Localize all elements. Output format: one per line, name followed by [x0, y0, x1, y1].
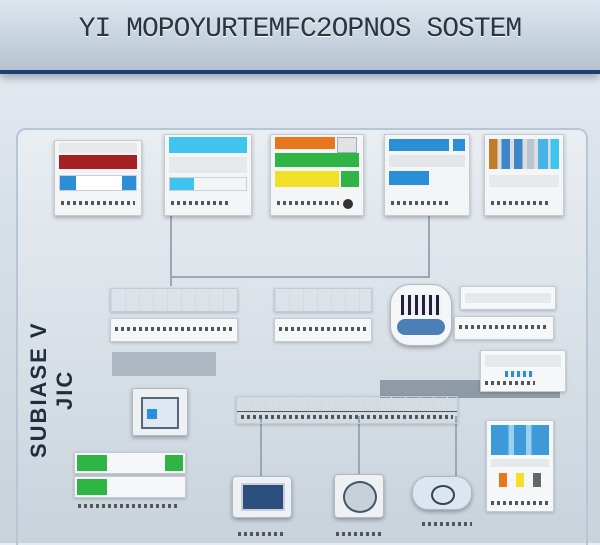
gear-icon[interactable]: [343, 199, 353, 209]
row-fill: [465, 293, 551, 303]
module-panel-1[interactable]: [54, 140, 142, 216]
side-label: SUBIASE V JIC: [26, 321, 77, 459]
tile-caption: [422, 522, 472, 526]
progress-bar: [59, 175, 137, 191]
connector-line: [455, 416, 457, 476]
row-text: [279, 327, 367, 331]
panel-row: [169, 157, 247, 173]
chart-icons: [495, 473, 545, 491]
device-icon[interactable]: [334, 474, 384, 518]
progress-bar: [169, 177, 247, 191]
status-bar-orange: [275, 137, 335, 149]
data-row-1[interactable]: [110, 288, 238, 312]
gears-icon[interactable]: [412, 476, 472, 510]
progress-fill: [170, 178, 194, 190]
header-bar-cyan: [169, 137, 247, 153]
connector-line: [358, 416, 360, 476]
caption-text: [61, 201, 135, 205]
callout-graph: [505, 371, 535, 377]
device-graphic: [343, 481, 377, 513]
table-divider: [237, 411, 457, 412]
progress-end: [122, 176, 136, 190]
panel-row: [389, 155, 465, 167]
status-bar-yellow: [275, 171, 339, 187]
status-bar-green: [275, 153, 359, 167]
tile-caption: [238, 532, 286, 536]
row-text: [459, 325, 549, 329]
progress-fill: [389, 171, 429, 185]
connector-line: [428, 216, 430, 276]
status-row-1[interactable]: [74, 452, 186, 474]
data-row-6[interactable]: [454, 316, 554, 340]
chart-bars: [491, 425, 549, 455]
data-row-4[interactable]: [274, 318, 372, 342]
app-title: YI MOPOYURTEMFC2OPNOS SOSTEM: [78, 14, 522, 45]
chart-bars-icon: [489, 139, 559, 169]
device-graphic: [401, 295, 441, 315]
folder-icon: [337, 137, 357, 153]
connector-line: [170, 276, 430, 278]
icon-orange: [499, 473, 508, 487]
progress-fill: [60, 176, 76, 190]
status-fill-green: [77, 479, 107, 495]
panel-graphic-fill: [147, 409, 157, 419]
icon-yellow: [515, 473, 524, 487]
info-callout[interactable]: [480, 350, 566, 392]
callout-header: [485, 355, 561, 367]
data-row-2[interactable]: [110, 318, 238, 342]
connector-bar: [112, 352, 216, 376]
data-row-5[interactable]: [460, 286, 556, 310]
data-table[interactable]: [236, 396, 458, 424]
monitor-screen: [241, 483, 285, 511]
status-caption: [78, 504, 178, 508]
chart-row: [491, 459, 549, 467]
tile-caption: [336, 532, 384, 536]
icon-gray: [532, 473, 541, 487]
module-panel-4[interactable]: [384, 134, 470, 216]
chart-panel[interactable]: [486, 420, 554, 512]
data-row-3[interactable]: [274, 288, 372, 312]
panel-tag: [453, 139, 465, 151]
panel-row: [489, 175, 559, 187]
caption-text: [391, 201, 449, 205]
panel-header: [59, 143, 137, 153]
caption-text: [277, 201, 339, 205]
device-base: [397, 319, 445, 335]
gear-shape: [431, 485, 455, 505]
callout-text: [485, 381, 535, 385]
caption-text: [171, 201, 231, 205]
module-panel-3[interactable]: [270, 134, 364, 216]
module-panel-5[interactable]: [484, 134, 564, 216]
status-fill-green: [77, 455, 107, 471]
connector-line: [170, 216, 172, 286]
module-panel-2[interactable]: [164, 134, 252, 216]
chart-caption: [491, 501, 549, 505]
status-bar-red: [59, 155, 137, 169]
title-bar: YI MOPOYURTEMFC2OPNOS SOSTEM: [0, 0, 600, 74]
status-bar-green: [341, 171, 359, 187]
status-row-2[interactable]: [74, 476, 186, 498]
caption-text: [491, 201, 549, 205]
status-fill-green: [165, 455, 183, 471]
row-text: [115, 327, 233, 331]
table-text: [241, 415, 453, 419]
monitor-icon[interactable]: [232, 476, 292, 518]
device-icon[interactable]: [390, 284, 452, 346]
header-bar-blue: [389, 139, 449, 151]
connector-line: [260, 416, 262, 486]
dashboard-panel-icon[interactable]: [132, 388, 188, 436]
